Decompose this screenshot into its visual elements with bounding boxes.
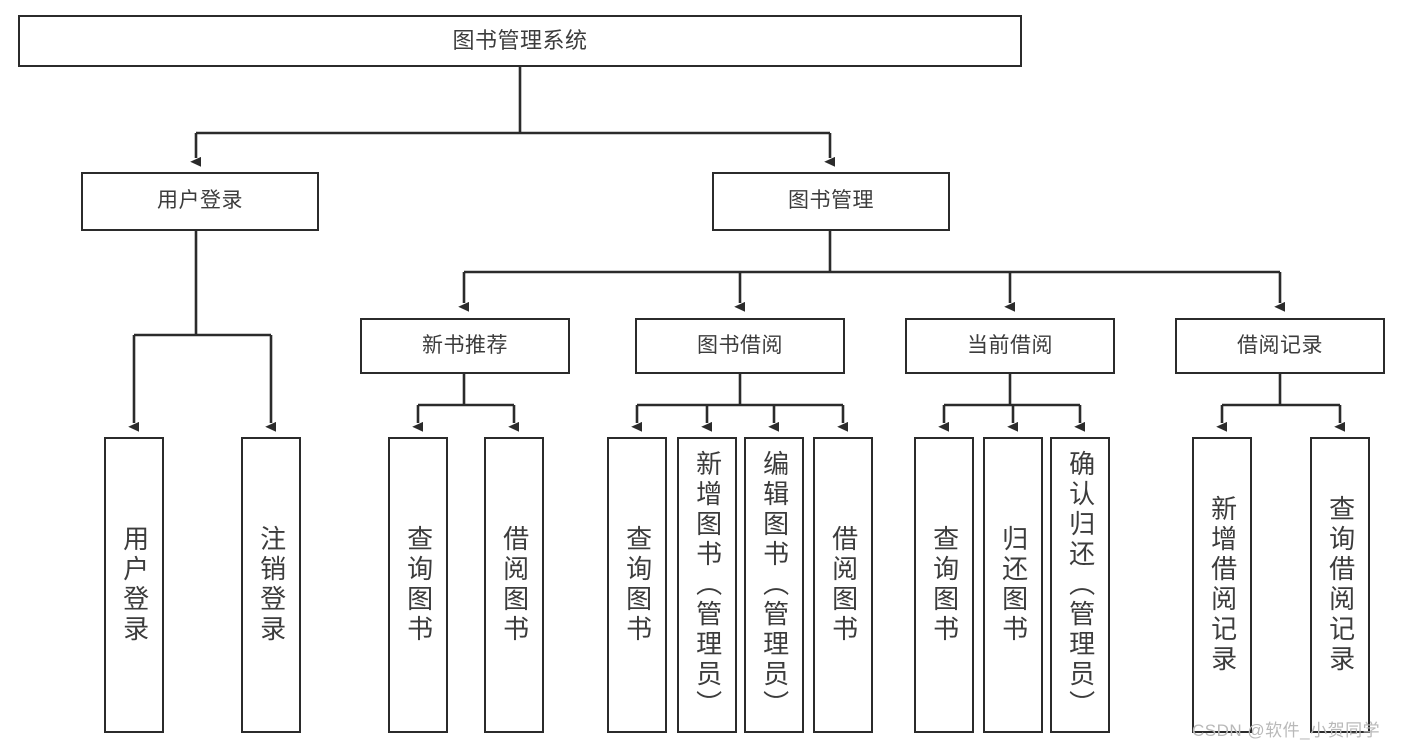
leaf-borrow-query-book[interactable]: 查询图书 [607,437,667,733]
node-book-management[interactable]: 图书管理 [712,172,950,231]
leaf-recommend-query-book[interactable]: 查询图书 [388,437,448,733]
node-user-login[interactable]: 用户登录 [81,172,319,231]
node-label: 用户登录 [157,189,243,213]
csdn-watermark: CSDN @软件_小贺同学 [1192,721,1381,740]
node-label: 编辑图书（管理员） [759,450,790,720]
leaf-record-query-record[interactable]: 查询借阅记录 [1310,437,1370,733]
node-label: 新增图书（管理员） [692,450,723,720]
leaf-record-add-record[interactable]: 新增借阅记录 [1192,437,1252,733]
leaf-user-login-logout[interactable]: 注销登录 [241,437,301,733]
node-current-borrow[interactable]: 当前借阅 [905,318,1115,374]
node-label: 确认归还（管理员） [1065,450,1096,720]
node-label: 借阅图书 [499,525,530,645]
leaf-current-query-book[interactable]: 查询图书 [914,437,974,733]
node-label: 借阅记录 [1237,333,1323,357]
node-book-borrow[interactable]: 图书借阅 [635,318,845,374]
node-label: 查询图书 [403,525,434,645]
node-label: 图书管理 [788,189,874,213]
leaf-current-confirm-return[interactable]: 确认归还（管理员） [1050,437,1110,733]
leaf-recommend-borrow-book[interactable]: 借阅图书 [484,437,544,733]
node-label: 图书借阅 [697,333,783,357]
node-borrow-record[interactable]: 借阅记录 [1175,318,1385,374]
node-label: 查询图书 [929,525,960,645]
leaf-borrow-add-book[interactable]: 新增图书（管理员） [677,437,737,733]
node-label: 归还图书 [998,525,1029,645]
node-new-book-recommend[interactable]: 新书推荐 [360,318,570,374]
node-label: 借阅图书 [828,525,859,645]
leaf-borrow-borrow-book[interactable]: 借阅图书 [813,437,873,733]
node-label: 新增借阅记录 [1207,495,1238,675]
node-label: 当前借阅 [967,333,1053,357]
node-label: 查询借阅记录 [1325,495,1356,675]
node-label: 图书管理系统 [452,28,588,54]
node-label: 注销登录 [256,525,287,645]
node-root-system[interactable]: 图书管理系统 [18,15,1022,67]
node-label: 用户登录 [119,525,150,645]
leaf-borrow-edit-book[interactable]: 编辑图书（管理员） [744,437,804,733]
node-label: 新书推荐 [422,333,508,357]
node-label: 查询图书 [622,525,653,645]
leaf-user-login-login[interactable]: 用户登录 [104,437,164,733]
leaf-current-return-book[interactable]: 归还图书 [983,437,1043,733]
